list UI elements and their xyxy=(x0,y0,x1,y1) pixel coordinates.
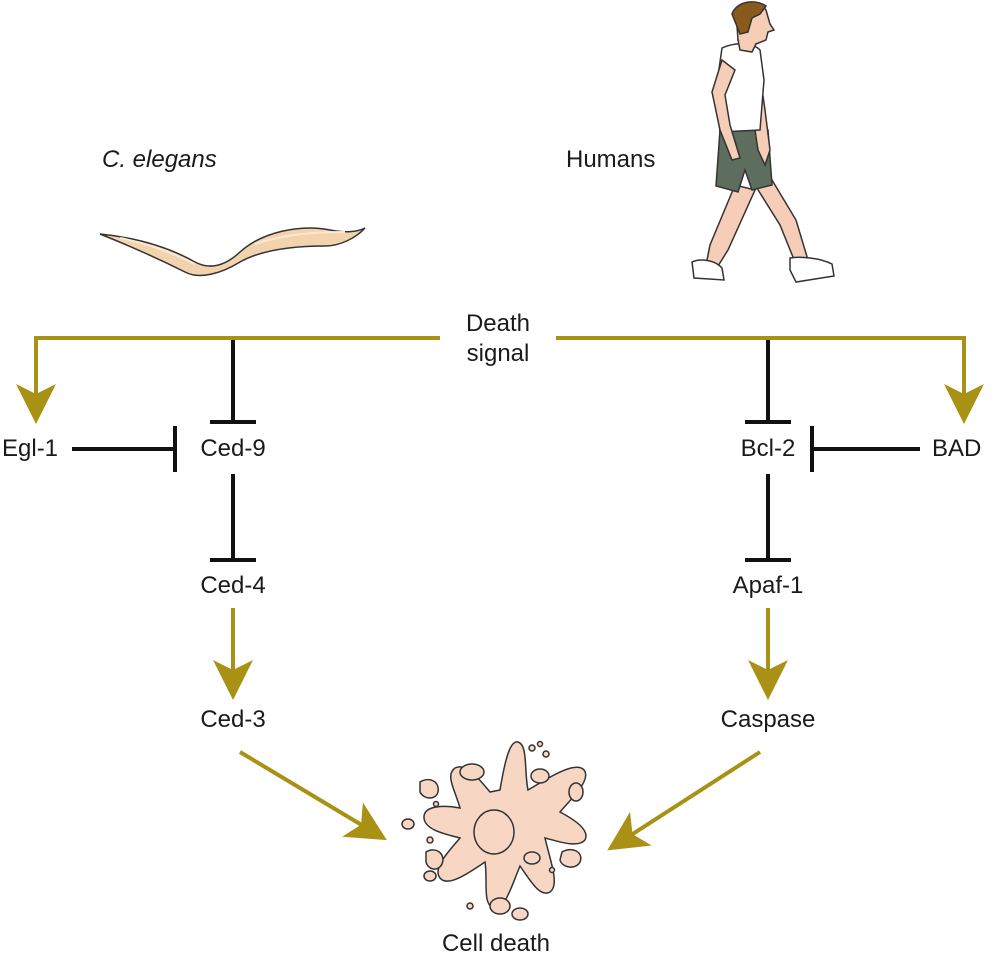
signal-to-bad-arrow xyxy=(556,336,984,424)
cell-death-label: Cell death xyxy=(441,930,551,957)
bcl2-label: Bcl-2 xyxy=(740,435,796,462)
signal-to-egl1-arrow xyxy=(16,336,440,424)
apoptotic-cell-icon xyxy=(401,740,587,921)
ced3-to-death-arrow xyxy=(238,750,387,841)
egl1-label: Egl-1 xyxy=(2,435,59,462)
bcl2-inhibits-apaf1 xyxy=(745,474,791,562)
caspase-label: Caspase xyxy=(720,706,816,733)
ced9-inhibits-ced4 xyxy=(210,474,256,562)
apaf1-label: Apaf-1 xyxy=(732,572,804,599)
signal-inhibits-bcl2 xyxy=(745,340,791,424)
caspase-to-death-arrow xyxy=(607,750,762,851)
human-icon xyxy=(691,1,835,283)
bad-inhibits-bcl2 xyxy=(810,426,920,472)
ced4-label: Ced-4 xyxy=(200,572,266,599)
ced9-label: Ced-9 xyxy=(200,435,266,462)
death-signal-line1: Death xyxy=(465,310,531,337)
worm-icon xyxy=(99,227,366,277)
human-label: Humans xyxy=(566,146,656,173)
ced3-label: Ced-3 xyxy=(200,706,266,733)
bad-label: BAD xyxy=(932,435,982,462)
egl1-inhibits-ced9 xyxy=(72,426,177,472)
worm-label: C. elegans xyxy=(102,146,217,173)
signal-inhibits-ced9 xyxy=(210,340,256,424)
death-signal-line2: signal xyxy=(466,340,530,367)
